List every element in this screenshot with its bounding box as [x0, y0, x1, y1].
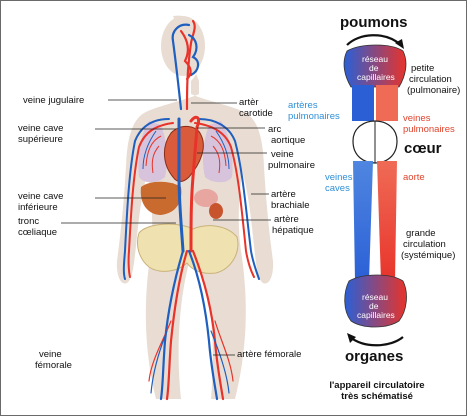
pulmonary-artery-band	[352, 85, 374, 121]
label-veine-pulmonaire-line1: veine	[271, 150, 294, 160]
label-arc-aortique-line1: arc	[268, 125, 281, 135]
label-artere-carotide-line1: artèr	[239, 98, 259, 108]
bottom-arrow-head	[347, 333, 356, 343]
label-artere-carotide-line2: carotide	[239, 109, 273, 119]
label-veines-caves-line2: caves	[325, 184, 350, 194]
label-veine-cave-sup-line1: veine cave	[18, 124, 63, 134]
label-reseau-haut-line3: capillaires	[357, 73, 395, 82]
label-artere-hepatique-line1: artère	[274, 215, 299, 225]
label-arteres-pulm-line1: artères	[288, 101, 318, 111]
label-petite-circ-line2: circulation	[409, 75, 452, 85]
label-veines-pulm-line2: pulmonaires	[403, 125, 455, 135]
caption-line1: l'appareil circulatoire	[317, 380, 437, 391]
label-coeur: cœur	[404, 141, 442, 157]
label-arc-aortique-line2: aortique	[271, 136, 305, 146]
label-tronc-line1: tronc	[18, 217, 39, 227]
label-veine-cave-inf-line2: inférieure	[18, 203, 58, 213]
label-aorte: aorte	[403, 173, 425, 183]
label-veine-cave-sup-line2: supérieure	[18, 135, 63, 145]
pulmonary-vein-band	[376, 85, 398, 121]
label-organes: organes	[345, 349, 403, 365]
spleen	[209, 203, 223, 219]
label-poumons: poumons	[340, 15, 408, 31]
label-veine-jugulaire: veine jugulaire	[23, 96, 84, 106]
bottom-arrow-arc	[350, 337, 403, 345]
label-artere-brachiale-line1: artère	[271, 190, 296, 200]
caption-line2: très schématisé	[317, 391, 437, 402]
label-veines-caves-line1: veines	[325, 173, 352, 183]
label-grande-circ-line1: grande	[406, 229, 436, 239]
label-petite-circ-line1: petite	[411, 64, 434, 74]
label-reseau-bas-line3: capillaires	[357, 311, 395, 320]
top-arrow-arc	[347, 35, 401, 45]
label-grande-circ-line2: circulation	[403, 240, 446, 250]
vena-cava-band	[353, 161, 373, 284]
label-veine-femorale-line1: veine	[39, 350, 62, 360]
label-veine-femorale-line2: fémorale	[35, 361, 72, 371]
label-artere-brachiale-line2: brachiale	[271, 201, 310, 211]
label-tronc-line2: cœliaque	[18, 228, 57, 238]
label-veine-cave-inf-line1: veine cave	[18, 192, 63, 202]
aorta-band	[377, 161, 397, 284]
label-artere-hepatique-line2: hépatique	[272, 226, 314, 236]
label-grande-circ-line3: (systémique)	[401, 251, 455, 261]
label-veines-pulm-line1: veines	[403, 114, 430, 124]
label-arteres-pulm-line2: pulmonaires	[288, 112, 340, 122]
label-artere-femorale: artère fémorale	[237, 350, 301, 360]
label-veine-pulmonaire-line2: pulmonaire	[268, 161, 315, 171]
label-petite-circ-line3: (pulmonaire)	[407, 86, 460, 96]
